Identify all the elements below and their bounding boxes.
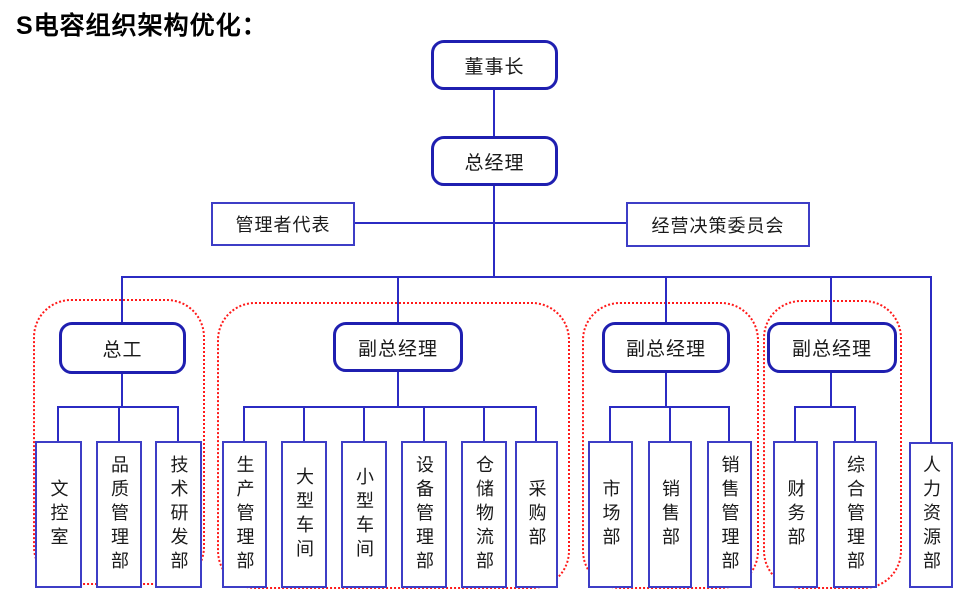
dept-equipment-management: 设备管理部 [401,441,447,588]
dept-label: 采购部 [526,478,547,551]
dept-label: 仓储物流部 [474,454,494,575]
connector-line [397,276,399,323]
group-outline-vp-production [217,302,570,589]
node-general-manager: 总经理 [431,136,558,186]
dept-tech-rd: 技术研发部 [155,441,202,588]
connector-line [121,373,123,408]
node-management-representative: 管理者代表 [211,202,355,246]
connector-line [243,406,537,408]
connector-line [665,371,667,408]
connector-line [794,406,796,443]
dept-document-control: 文控室 [35,441,82,588]
node-chief-engineer: 总工 [59,322,186,374]
connector-line [303,406,305,443]
connector-line [930,276,932,444]
connector-line [665,276,667,323]
group-outline-vp-sales [582,302,759,589]
dept-purchasing: 采购部 [515,441,558,588]
connector-line [669,406,671,443]
connector-line [354,222,494,224]
connector-line [493,184,495,277]
dept-label: 技术研发部 [168,454,189,575]
dept-label: 财务部 [785,478,806,551]
connector-line [483,406,485,443]
connector-line [363,406,365,443]
dept-sales: 销售部 [648,441,692,588]
connector-line [423,406,425,443]
dept-quality-management: 品质管理部 [96,441,142,588]
connector-line [728,406,730,443]
dept-label: 人力资源部 [921,455,941,575]
dept-warehouse-logistics: 仓储物流部 [461,441,507,588]
connector-line [121,276,123,323]
connector-line [57,406,59,443]
dept-label: 设备管理部 [414,454,434,575]
connector-line [121,276,932,278]
dept-label: 小型车间 [354,466,374,563]
node-vp-sales: 副总经理 [602,322,730,373]
dept-small-workshop: 小型车间 [341,441,387,588]
connector-line [854,406,856,443]
dept-sales-management: 销售管理部 [707,441,752,588]
connector-line [609,406,611,443]
dept-label: 生产管理部 [234,454,255,575]
group-outline-vp-finance [763,300,902,589]
dept-large-workshop: 大型车间 [281,441,327,588]
connector-line [494,222,627,224]
dept-general-management: 综合管理部 [833,441,877,588]
dept-label: 综合管理部 [845,454,865,575]
dept-marketing: 市场部 [588,441,633,588]
node-vp-production: 副总经理 [333,322,463,372]
dept-label: 市场部 [600,478,621,551]
dept-label: 大型车间 [294,466,314,563]
page-title: S电容组织架构优化： [16,12,268,40]
connector-line [397,370,399,408]
connector-line [493,88,495,138]
dept-finance: 财务部 [773,441,818,588]
connector-line [535,406,537,443]
dept-label: 品质管理部 [109,454,129,575]
connector-line [830,276,832,323]
dept-human-resources: 人力资源部 [909,442,953,588]
node-chairman: 董事长 [431,40,558,90]
connector-line [794,406,856,408]
connector-line [830,371,832,408]
connector-line [118,406,120,443]
dept-production-management: 生产管理部 [222,441,267,588]
connector-line [177,406,179,443]
connector-line [243,406,245,443]
dept-label: 文控室 [48,478,69,551]
dept-label: 销售部 [660,478,680,551]
node-decision-committee: 经营决策委员会 [626,202,810,247]
dept-label: 销售管理部 [719,454,740,575]
node-vp-finance: 副总经理 [767,322,897,373]
